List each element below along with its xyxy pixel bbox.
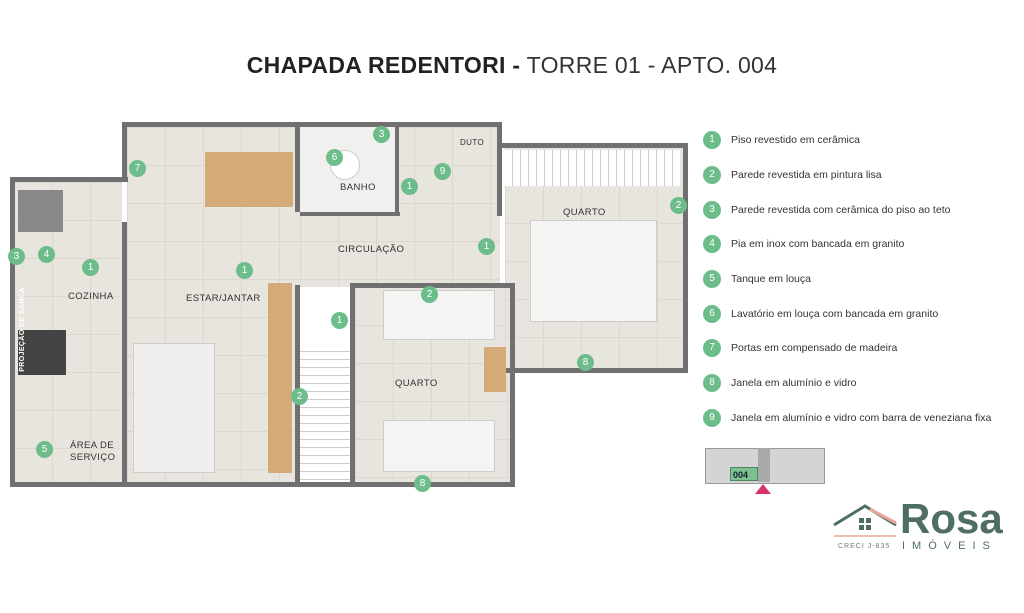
marker-1: 1: [401, 178, 418, 195]
legend-item: 8 Janela em alumínio e vidro: [703, 366, 991, 401]
marker-1: 1: [478, 238, 495, 255]
key-plan-unit: 004: [730, 467, 758, 481]
marker-3: 3: [8, 248, 25, 265]
stove: [18, 330, 66, 375]
tv-panel: [268, 283, 292, 473]
legend-text: Lavatório em louça com bancada em granit…: [731, 307, 939, 320]
legend-item: 3 Parede revestida com cerâmica do piso a…: [703, 192, 991, 227]
marker-2: 2: [670, 197, 687, 214]
marker-1: 1: [82, 259, 99, 276]
room-label-quarto-2: QUARTO: [395, 378, 438, 389]
legend-item: 7 Portas em compensado de madeira: [703, 331, 991, 366]
double-bed: [530, 220, 657, 322]
location-arrow-icon: [755, 484, 771, 494]
legend-text: Parede revestida com cerâmica do piso ao…: [731, 203, 951, 216]
single-bed-1: [383, 290, 495, 340]
legend-marker: 7: [703, 339, 721, 358]
legend-text: Tanque em louça: [731, 273, 811, 286]
legend-marker: 3: [703, 200, 721, 219]
room-label-banho: BANHO: [340, 182, 376, 193]
closet: [300, 344, 350, 482]
page-title: CHAPADA REDENTORI - TORRE 01 - APTO. 004: [0, 52, 1024, 79]
legend-text: Pia em inox com bancada em granito: [731, 238, 905, 251]
legend-text: Portas em compensado de madeira: [731, 342, 898, 355]
legend-text: Parede revestida em pintura lisa: [731, 169, 882, 182]
legend-marker: 8: [703, 374, 721, 393]
title-project: CHAPADA REDENTORI -: [246, 52, 521, 78]
room-label-quarto-1: QUARTO: [563, 207, 606, 218]
legend-marker: 6: [703, 304, 721, 323]
marker-1: 1: [331, 312, 348, 329]
legend-marker: 4: [703, 235, 721, 254]
room-label-circulacao: CIRCULAÇÃO: [338, 244, 405, 255]
legend-item: 4 Pia em inox com bancada em granito: [703, 227, 991, 262]
fridge: [18, 190, 63, 232]
legend-marker: 5: [703, 270, 721, 289]
marker-8: 8: [577, 354, 594, 371]
marker-2: 2: [421, 286, 438, 303]
marker-1: 1: [236, 262, 253, 279]
room-label-sanca: PROJEÇÃO DE SANCA: [18, 287, 26, 372]
dining-table: [205, 152, 293, 207]
title-unit: TORRE 01 - APTO. 004: [526, 52, 778, 78]
marker-2: 2: [291, 388, 308, 405]
legend-item: 2 Parede revestida em pintura lisa: [703, 158, 991, 193]
legend-item: 1 Piso revestido em cerâmica: [703, 123, 991, 158]
legend-item: 5 Tanque em louça: [703, 262, 991, 297]
legend-item: 9 Janela em alumínio e vidro com barra de…: [703, 401, 991, 436]
legend-item: 6 Lavatório em louça com bancada em grani…: [703, 296, 991, 331]
marker-3: 3: [373, 126, 390, 143]
room-label-duto: DUTO: [460, 138, 485, 147]
single-bed-2: [383, 420, 495, 472]
legend-text: Janela em alumínio e vidro: [731, 377, 857, 390]
marker-4: 4: [38, 246, 55, 263]
legend-marker: 1: [703, 131, 721, 150]
logo-name: Rosa: [900, 495, 1003, 542]
house-logo-icon: [833, 504, 897, 537]
sofa: [133, 343, 215, 473]
marker-9: 9: [434, 163, 451, 180]
room-label-area-2: SERVIÇO: [70, 452, 116, 463]
room-label-estar: ESTAR/JANTAR: [186, 293, 261, 304]
desk: [484, 347, 506, 392]
legend-marker: 2: [703, 166, 721, 185]
marker-5: 5: [36, 441, 53, 458]
logo-sub: IMÓVEIS: [902, 540, 997, 552]
marker-7: 7: [129, 160, 146, 177]
logo-creci: CRECI J-835: [838, 543, 891, 550]
room-label-cozinha: COZINHA: [68, 291, 114, 302]
kitchen-floor: [14, 182, 122, 482]
legend-marker: 9: [703, 408, 721, 427]
legend-text: Piso revestido em cerâmica: [731, 134, 860, 147]
marker-8: 8: [414, 475, 431, 492]
wardrobe: [505, 150, 680, 186]
marker-6: 6: [326, 149, 343, 166]
room-label-area-1: ÁREA DE: [70, 440, 114, 451]
legend-text: Janela em alumínio e vidro com barra de …: [731, 411, 992, 424]
